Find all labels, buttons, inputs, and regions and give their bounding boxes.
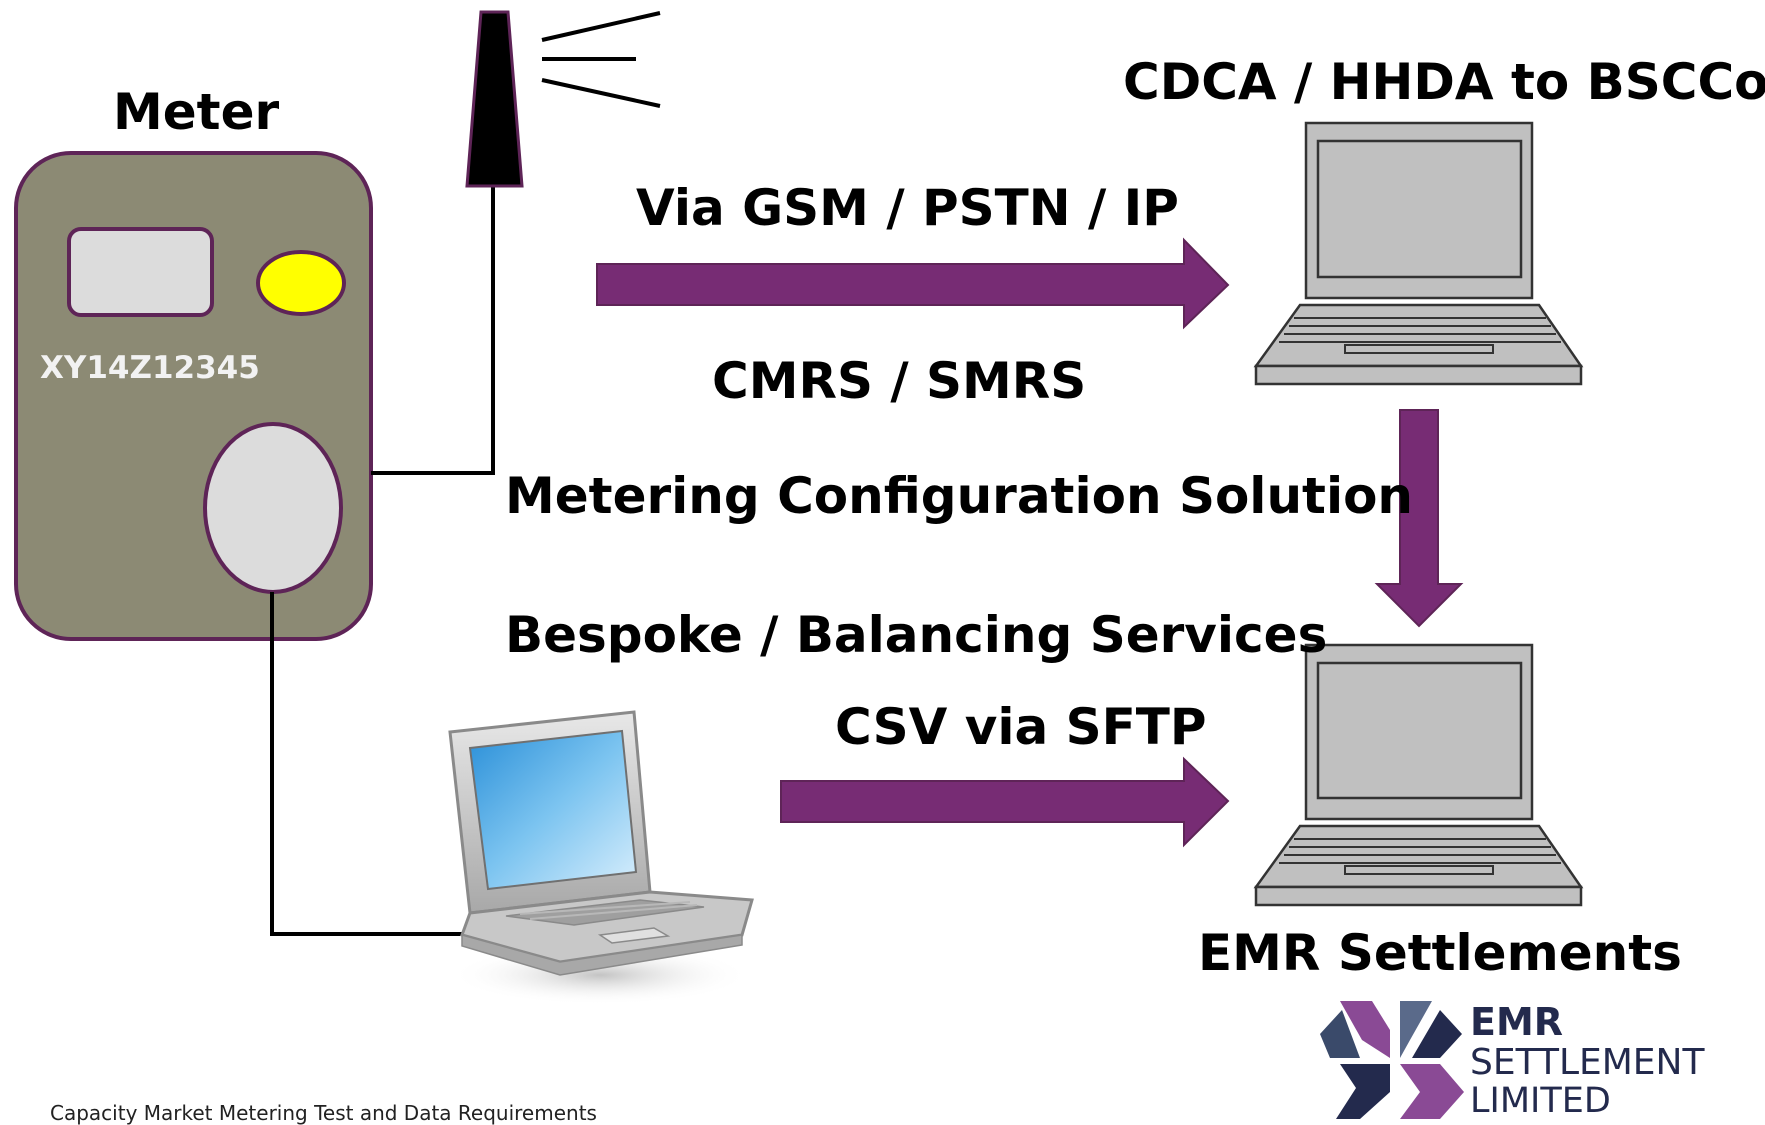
arrow-to-cdca xyxy=(596,237,1230,330)
meter-label: Meter xyxy=(113,83,280,141)
csv-sftp-label: CSV via SFTP xyxy=(835,698,1207,756)
emr-settlements-label: EMR Settlements xyxy=(1198,924,1682,982)
logo-text-limited: LIMITED xyxy=(1470,1081,1611,1121)
logo-text-settlement: SETTLEMENT xyxy=(1470,1042,1705,1083)
bespoke-balancing-label: Bespoke / Balancing Services xyxy=(505,606,1328,664)
antenna-icon xyxy=(465,10,661,188)
meter-icon xyxy=(14,151,373,641)
logo-text-emr: EMR xyxy=(1470,1000,1564,1044)
meter-serial-number: XY14Z12345 xyxy=(40,350,260,386)
emr-logo-icon xyxy=(1320,1001,1464,1119)
metering-configuration-label: Metering Configuration Solution xyxy=(505,467,1414,525)
meter-display xyxy=(67,227,214,317)
emr-settlements-laptop-icon xyxy=(1253,643,1584,907)
cdca-laptop-icon xyxy=(1253,121,1584,386)
via-gsm-label: Via GSM / PSTN / IP xyxy=(636,179,1179,237)
footer-text: Capacity Market Metering Test and Data R… xyxy=(50,1101,597,1125)
meter-optical-port xyxy=(203,422,343,594)
arrow-down-to-emr xyxy=(1374,409,1464,628)
cdca-hhda-label: CDCA / HHDA to BSCCo xyxy=(1123,53,1765,111)
arrow-to-emr-settlements xyxy=(780,756,1230,848)
laptop-icon xyxy=(448,710,754,1005)
meter-to-antenna-wire xyxy=(371,185,495,475)
meter-indicator-light xyxy=(256,250,346,316)
meter-to-laptop-wire xyxy=(270,592,497,936)
cmrs-smrs-label: CMRS / SMRS xyxy=(712,352,1087,410)
